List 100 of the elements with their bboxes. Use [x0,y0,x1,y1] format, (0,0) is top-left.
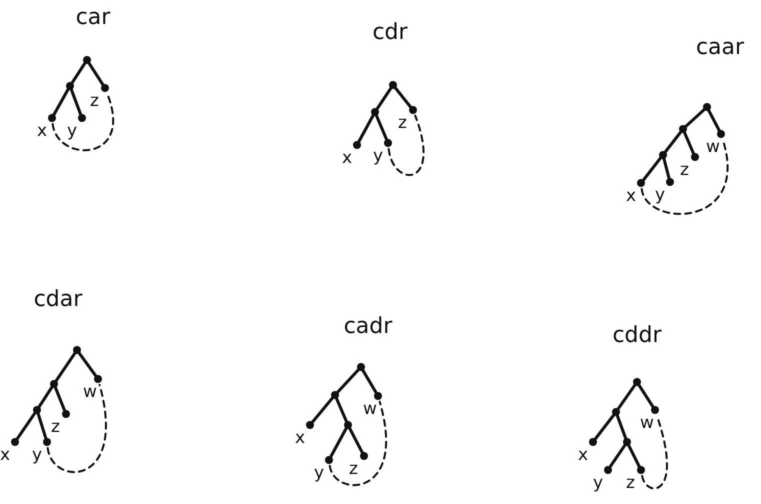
dashed-arc [328,400,388,486]
tree-branch [329,427,348,458]
function-name-title: car [76,6,110,30]
tree-node-dot [651,406,659,414]
tree-node-dot [604,466,612,474]
function-name-title: cdr [372,21,408,45]
tree-branch [375,114,388,141]
leaf-label: x [295,430,306,447]
tree-node-dot [666,178,674,186]
tree-branch [594,414,616,440]
tree-node-dot [389,81,397,89]
leaf-label: x [37,123,48,140]
tree-node-dot [691,153,699,161]
dashed-arc [46,384,107,473]
tree-node-dot [325,456,333,464]
tree-branch [707,109,721,132]
tree-node-dot [101,84,109,92]
leaf-label: y [314,465,324,482]
tree-node-dot [633,378,641,386]
leaf-label: z [398,115,407,132]
leaf-label: w [640,415,654,432]
tree-node-dot [33,406,41,414]
tree-branch [54,352,76,382]
tree-node-dot [43,438,51,446]
dashed-arc [52,92,114,152]
tree-branch [38,386,54,408]
tree-node-dot [612,408,620,416]
tree-node-dot [73,346,81,354]
tree-node-dot [637,179,645,187]
tree-branch [336,368,360,394]
tree-branch [36,412,48,440]
tree-node-dot [78,114,86,122]
tree-node-dot [94,375,102,383]
tree-branch [335,397,348,423]
function-name-title: caar [696,36,744,60]
tree-node-dot [83,56,91,64]
tree-branch [683,131,695,155]
tree-node-dot [11,438,19,446]
leaf-label: x [342,150,352,167]
tree-branch [88,62,104,86]
leaf-label: y [593,475,604,492]
tree-node-dot [371,108,379,116]
leaf-label: y [32,447,42,464]
dashed-arc [388,114,424,176]
tree-node-dot [331,391,339,399]
tree-branch [376,86,392,110]
tree-branch [357,114,375,143]
tree-branch [348,427,364,454]
tree-branch [70,88,82,116]
tree-node-dot [48,114,56,122]
leaf-label: z [90,93,99,110]
tree-branch [662,157,670,180]
leaf-label: w [363,401,377,418]
leaf-label: x [578,447,588,464]
leaf-label: w [83,384,97,401]
leaf-label: z [680,162,689,179]
tree-branch [627,444,641,468]
tree-branch [52,88,70,116]
tree-node-dot [50,380,58,388]
tree-node-dot [344,421,352,429]
tree-node-dot [384,139,392,147]
tree-node-dot [357,363,365,371]
tree-node-dot [66,82,74,90]
leaf-label: x [0,447,10,464]
tree-branch [684,108,706,128]
tree-node-dot [409,106,417,114]
tree-branch [311,396,334,424]
tree-node-dot [703,103,711,111]
tree-branch [616,414,628,440]
tree-branch [394,86,412,108]
tree-node-dot [623,438,631,446]
leaf-label: y [373,148,384,165]
tree-node-dot [62,410,70,418]
tree-node-dot [679,125,687,133]
leaf-label: y [67,123,78,140]
tree-node-dot [374,392,382,400]
tree-branch [16,412,36,440]
leaf-label: w [706,139,720,156]
leaf-label: z [349,461,358,478]
tree-node-dot [717,130,725,138]
tree-node-dot [637,466,645,474]
tree-branch [70,62,86,84]
tree-node-dot [659,151,667,159]
tree-node-dot [360,452,368,460]
tree-branch [54,386,66,412]
tree-branch [78,352,98,378]
leaf-label: x [626,188,636,205]
function-name-title: cdar [34,288,82,312]
tree-node-dot [353,141,361,149]
tree-branch [638,384,654,408]
leaf-label: z [626,475,635,492]
tree-branch [664,130,682,154]
leaf-label: z [51,419,60,436]
leaf-label: y [655,187,666,204]
tree-branch [362,369,378,394]
tree-node-dot [589,438,597,446]
tree-branch [608,444,626,468]
tree-branch [616,384,636,410]
tree-branch [642,156,662,182]
function-name-title: cadr [344,315,392,339]
